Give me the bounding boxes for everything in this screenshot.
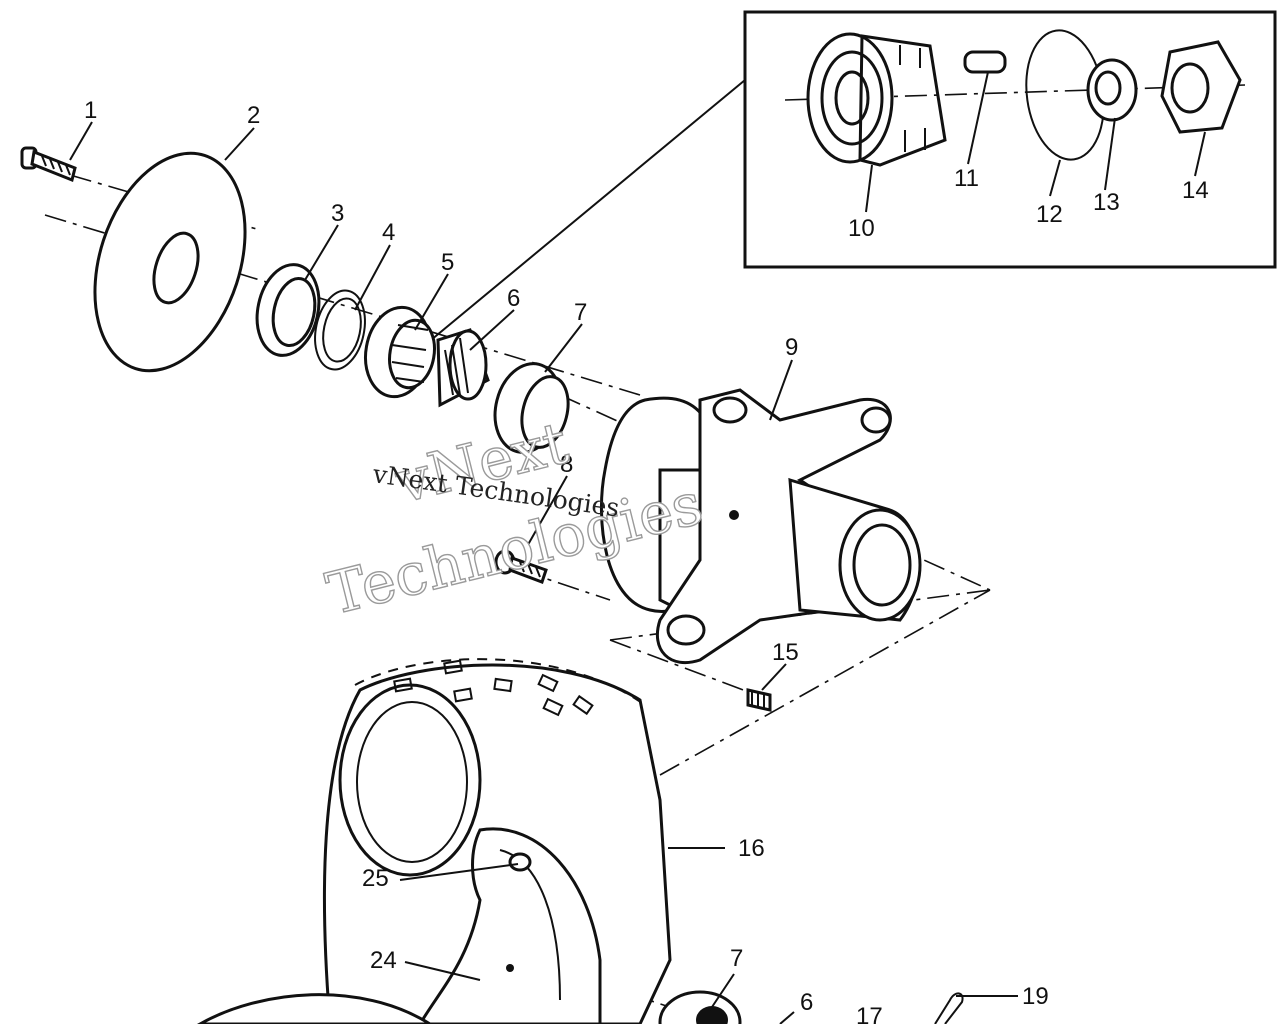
valve-stem-part-25 — [508, 852, 532, 872]
leader-lines — [69, 71, 1206, 1024]
callout-13: 13 — [1093, 189, 1120, 216]
set-screw-part-15 — [746, 688, 772, 712]
wheel-hub-part-9 — [599, 388, 922, 665]
callout-6: 6 — [507, 285, 520, 312]
callout-5: 5 — [441, 249, 454, 276]
callout-6-lower: 6 — [800, 989, 813, 1016]
pin-part-11 — [963, 50, 1007, 74]
callout-7: 7 — [574, 299, 587, 326]
bolt-part-1 — [20, 146, 77, 183]
seal-part-3 — [255, 263, 321, 357]
detail-inset-frame — [743, 10, 1277, 269]
callout-15: 15 — [772, 639, 799, 666]
washer-part-13 — [1086, 58, 1138, 122]
callout-9: 9 — [785, 334, 798, 361]
brake-disc-part-2 — [93, 151, 247, 373]
callout-12: 12 — [1036, 201, 1063, 228]
callout-3: 3 — [331, 200, 344, 227]
bearing-cup-part-7-lower — [658, 990, 742, 1024]
snap-ring-part-4 — [314, 289, 366, 371]
callout-11: 11 — [954, 165, 979, 192]
clutch-hub-part-5 — [364, 305, 436, 399]
wheel-rim-part-24 — [196, 827, 602, 1024]
callout-16: 16 — [738, 835, 765, 862]
callout-14: 14 — [1182, 177, 1209, 204]
nut-part-14 — [1160, 40, 1242, 134]
bolt-part-8 — [494, 549, 548, 584]
callout-19: 19 — [1022, 983, 1049, 1010]
callout-7-lower: 7 — [730, 945, 743, 972]
callout-2: 2 — [247, 102, 260, 129]
callout-25: 25 — [362, 865, 389, 892]
inset-leader-line — [424, 79, 746, 346]
callout-10: 10 — [848, 215, 875, 242]
bearing-cup-part-7 — [493, 362, 570, 454]
cotter-pin-part-19 — [934, 992, 964, 1024]
callout-4: 4 — [382, 219, 395, 246]
bearing-cone-part-6 — [436, 328, 490, 408]
hub-assembly-part-10 — [806, 32, 947, 167]
callout-8: 8 — [560, 451, 573, 478]
callout-17: 17 — [856, 1003, 883, 1024]
callout-labels: 1 2 3 4 5 6 7 8 9 10 11 12 13 14 15 16 1… — [84, 97, 1209, 1024]
callout-24: 24 — [370, 947, 397, 974]
callout-1: 1 — [84, 97, 97, 124]
